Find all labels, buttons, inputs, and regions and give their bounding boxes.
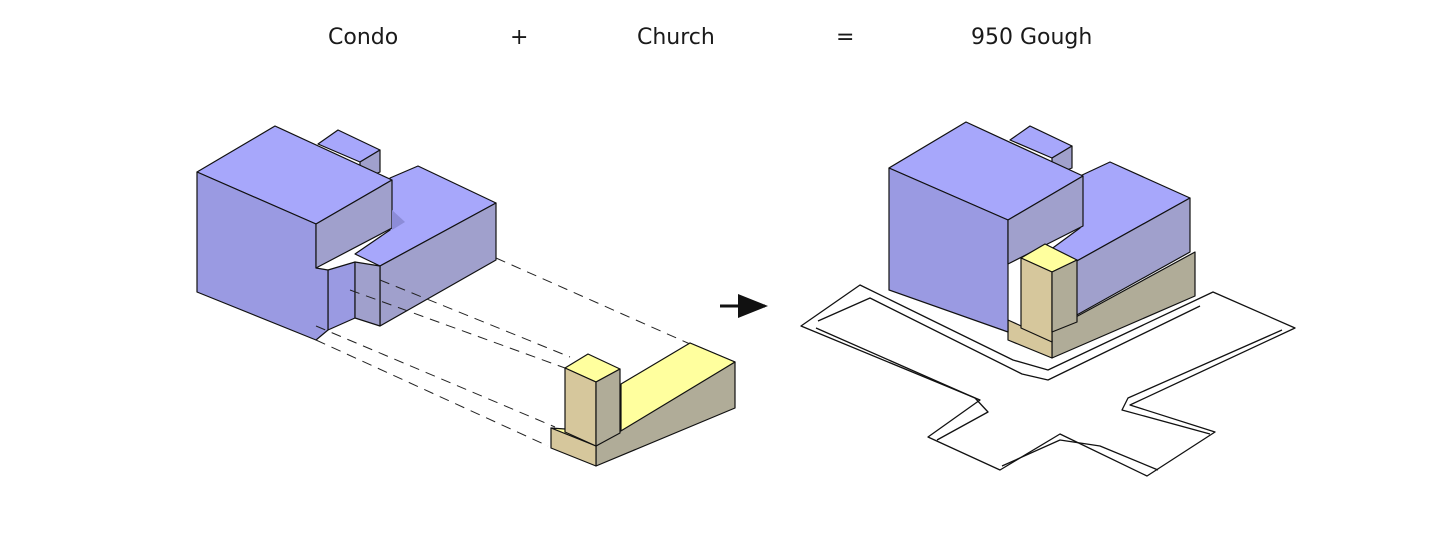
projection-lines (315, 257, 691, 447)
plus-sign: + (510, 25, 529, 50)
church-label: Church (637, 25, 715, 50)
curb-line-west (817, 297, 1201, 381)
combined-condo-main-front (888, 167, 1009, 333)
condo-massing (196, 125, 497, 341)
condo-notch-side (354, 261, 381, 327)
combined-church-tower-front (1020, 257, 1053, 343)
curb-line-east (1121, 329, 1283, 435)
result-label: 950 Gough (971, 25, 1093, 50)
street-plan (800, 284, 1296, 477)
combined-church-tower-side (1051, 259, 1078, 333)
condo-notch-front (327, 261, 356, 331)
condo-shadow (392, 210, 405, 230)
church-tower-front (564, 367, 597, 447)
combined-condo-main-side (1007, 175, 1084, 265)
church-massing (550, 342, 736, 467)
condo-label: Condo (328, 25, 399, 50)
church-tower-side (595, 368, 621, 447)
curb-line-south (1001, 439, 1159, 471)
equals-sign: = (836, 25, 855, 50)
combined-building (888, 121, 1196, 359)
curb-line-north (815, 327, 989, 441)
church-base-front (550, 427, 597, 467)
